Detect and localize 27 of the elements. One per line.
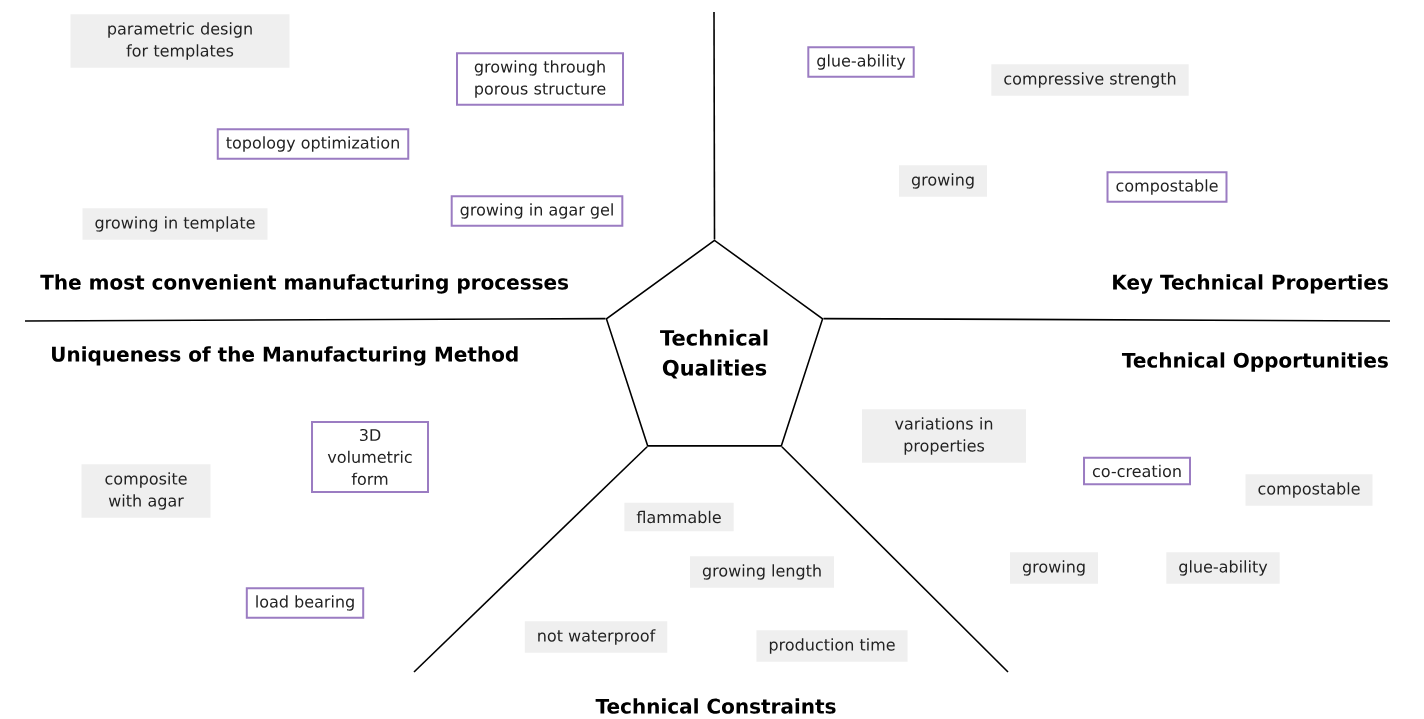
tag-box: co-creation xyxy=(1083,456,1191,486)
pentagon: Technical Qualities xyxy=(605,239,824,447)
tag-box: growing in agar gel xyxy=(450,195,624,227)
tag-box: not waterproof xyxy=(524,621,668,653)
tag-box: compressive strength xyxy=(991,64,1189,96)
tag-box: 3D volumetric form xyxy=(311,420,429,494)
tag-box: topology optimization xyxy=(216,128,410,160)
section-heading: Uniqueness of the Manufacturing Method xyxy=(52,346,518,366)
tag-box: growing length xyxy=(689,556,835,588)
tag-box: growing through porous structure xyxy=(456,52,624,106)
tag-box: growing in template xyxy=(82,208,268,240)
section-heading: Key Technical Properties xyxy=(1113,274,1388,294)
tag-box: variations in properties xyxy=(862,409,1026,463)
section-heading: Technical Opportunities xyxy=(1122,352,1388,372)
tag-box: flammable xyxy=(624,502,734,532)
tag-box: parametric design for templates xyxy=(70,14,290,68)
tag-box: composite with agar xyxy=(81,464,211,518)
tag-box: glue-ability xyxy=(807,46,915,78)
tag-box: compostable xyxy=(1245,474,1373,506)
tag-box: growing xyxy=(1010,552,1098,584)
tag-box: load bearing xyxy=(245,587,365,619)
tag-box: growing xyxy=(899,165,987,197)
tag-box: compostable xyxy=(1106,171,1228,203)
tag-box: glue-ability xyxy=(1166,552,1280,584)
section-heading: The most convenient manufacturing processes xyxy=(40,274,569,294)
section-heading: Technical Constraints xyxy=(595,698,836,714)
tag-box: production time xyxy=(756,630,908,662)
